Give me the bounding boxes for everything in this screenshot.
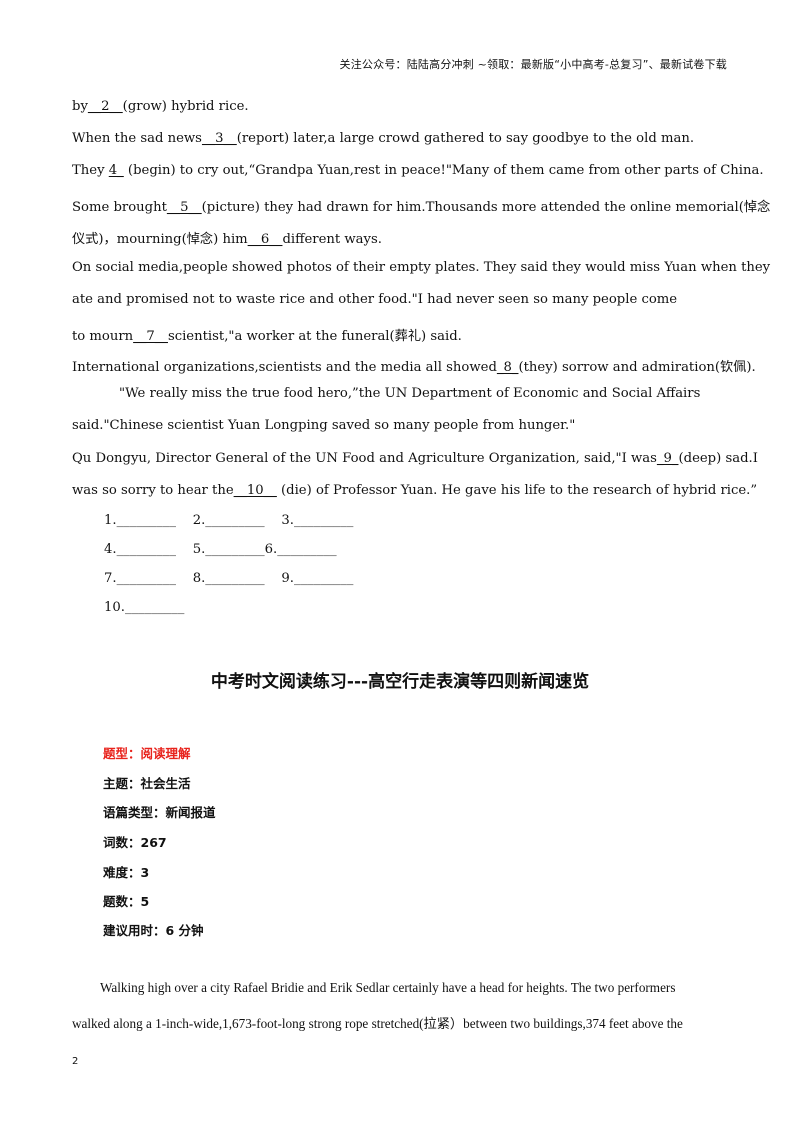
meta-difficulty: 难度：3 [103, 865, 150, 880]
passage-line: Some brought__5__(picture) they had draw… [72, 196, 770, 215]
passage-line: When the sad news__3__(report) later,a l… [72, 131, 694, 146]
text: They [72, 163, 109, 178]
blank-8: _8_ [496, 360, 519, 375]
text: International organizations,scientists a… [72, 360, 497, 375]
passage-line: On social media,people showed photos of … [72, 260, 771, 275]
meta-topic: 主题：社会生活 [103, 776, 191, 791]
page-header: 关注公众号：陆陆高分冲刺 ~领取：最新版“小中高考-总复习”、最新试卷下载 [339, 58, 727, 71]
text: different ways. [282, 232, 382, 247]
page-number: 2 [72, 1056, 79, 1067]
text: 仪式)，mourning(悼念) him [72, 232, 248, 247]
meta-genre: 语篇类型：新闻报道 [103, 805, 216, 820]
passage-line: They 4_ (begin) to cry out,“Grandpa Yuan… [72, 163, 764, 178]
passage-line: International organizations,scientists a… [72, 356, 756, 375]
section-title: 中考时文阅读练习---高空行走表演等四则新闻速览 [210, 672, 590, 692]
text: (begin) to cry out,“Grandpa Yuan,rest in… [123, 163, 764, 178]
meta-words: 词数：267 [103, 835, 167, 850]
passage-line: was so sorry to hear the__10__ (die) of … [72, 483, 757, 498]
meta-count: 题数：5 [103, 894, 150, 909]
text: Qu Dongyu, Director General of the UN Fo… [72, 451, 657, 466]
passage-line: said."Chinese scientist Yuan Longping sa… [72, 418, 576, 433]
article-line: walked along a 1-inch-wide,1,673-foot-lo… [72, 1016, 683, 1031]
meta-time: 建议用时：6 分钟 [103, 923, 204, 938]
text: When the sad news [72, 131, 202, 146]
answer-row: 4._________ 5._________6._________ [104, 542, 337, 557]
passage-line: Qu Dongyu, Director General of the UN Fo… [72, 451, 758, 466]
text: (picture) they had drawn for him.Thousan… [201, 200, 771, 215]
meta-type: 题型：阅读理解 [103, 746, 191, 761]
answer-row: 10._________ [104, 600, 185, 615]
blank-4: 4_ [108, 163, 124, 178]
answer-row: 1._________ 2._________ 3._________ [104, 513, 354, 528]
passage-line: 仪式)，mourning(悼念) him__6__different ways. [72, 228, 382, 247]
text: (grow) hybrid rice. [122, 99, 249, 114]
blank-6: __6__ [247, 232, 283, 247]
text: (deep) sad.I [678, 451, 758, 466]
passage-line: by__2__(grow) hybrid rice. [72, 99, 249, 114]
text: (they) sorrow and admiration(钦佩). [518, 360, 756, 375]
text: scientist,"a worker at the funeral(葬礼) s… [167, 329, 462, 344]
blank-10: __10__ [233, 483, 277, 498]
passage-line: ate and promised not to waste rice and o… [72, 292, 678, 307]
passage-line: "We really miss the true food hero,”the … [119, 386, 701, 401]
blank-2: __2__ [87, 99, 123, 114]
blank-9: _9_ [656, 451, 679, 466]
answer-row: 7._________ 8._________ 9._________ [104, 571, 354, 586]
text: was so sorry to hear the [72, 483, 234, 498]
text: (report) later,a large crowd gathered to… [236, 131, 695, 146]
text: by [72, 99, 88, 114]
blank-3: __3__ [201, 131, 237, 146]
text: (die) of Professor Yuan. He gave his lif… [276, 483, 758, 498]
text: Some brought [72, 200, 167, 215]
blank-5: __5__ [166, 200, 202, 215]
passage-line: to mourn__7__scientist,"a worker at the … [72, 325, 462, 344]
article-line: Walking high over a city Rafael Bridie a… [100, 980, 676, 995]
text: to mourn [72, 329, 134, 344]
blank-7: __7__ [133, 329, 168, 344]
